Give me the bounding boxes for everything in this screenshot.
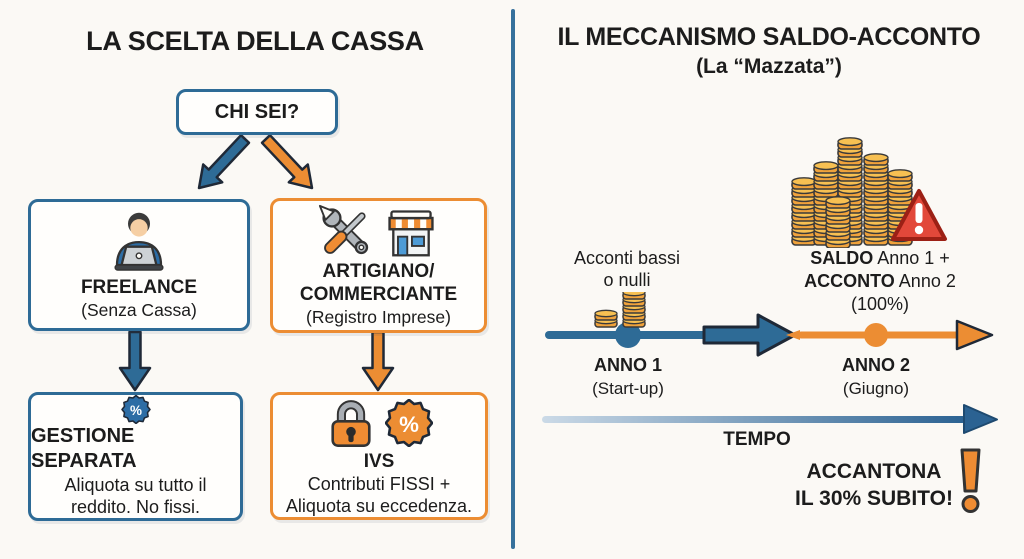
accantona-warning-label: ACCANTONA IL 30% SUBITO! (795, 460, 953, 510)
freelance-title: FREELANCE (80, 276, 198, 298)
gestione-desc-line1: Aliquota su tutto il (64, 475, 207, 495)
storefront-icon (388, 209, 434, 256)
chi-sei-box: CHI SEI? (176, 89, 338, 135)
right-title: IL MECCANISMO SALDO-ACCONTO (557, 23, 981, 51)
anno1-label: ANNO 1 (Start-up) (592, 355, 664, 398)
percent-badge-icon: % (120, 395, 151, 424)
ivs-desc-line2: Aliquota su eccedenza. (285, 495, 473, 516)
ivs-box: % IVS Contributi FISSI + Aliquota su ecc… (270, 392, 488, 520)
arrow-chisei-to-freelance (197, 133, 251, 190)
freelance-subtitle: (Senza Cassa) (81, 299, 197, 320)
artigiano-box: ARTIGIANO/ COMMERCIANTE (Registro Impres… (270, 198, 487, 333)
left-title: LA SCELTA DELLA CASSA (86, 26, 424, 56)
coin-stacks-icon (791, 137, 947, 248)
timeline-anno2-taper (786, 330, 800, 340)
percent-glyph: % (130, 403, 142, 418)
right-subtitle: (La “Mazzata”) (696, 55, 842, 78)
timeline-anno2-dot (864, 323, 888, 347)
freelance-box: FREELANCE (Senza Cassa) (28, 199, 250, 331)
artigiano-subtitle: (Registro Imprese) (306, 306, 451, 327)
percent-glyph: % (399, 412, 419, 437)
tempo-arrow-shaft (542, 416, 966, 423)
acconti-label: Acconti bassi o nulli (573, 248, 681, 290)
gestione-title: GESTIONE SEPARATA (31, 425, 137, 472)
gestione-separata-box: % GESTIONE SEPARATA Aliquota su tutto il… (28, 392, 243, 521)
small-coins-icon (594, 292, 646, 328)
arrow-freelance-to-gestione (118, 330, 152, 392)
anno2-label: ANNO 2 (Giugno) (841, 355, 910, 398)
artigiano-title-line2: COMMERCIANTE (299, 283, 458, 305)
warning-triangle-icon (891, 189, 947, 241)
padlock-icon (330, 399, 371, 447)
arrow-chisei-to-artigiano (260, 133, 314, 190)
freelancer-laptop-icon (114, 212, 164, 271)
chi-sei-label: CHI SEI? (214, 100, 300, 123)
ivs-title: IVS (363, 450, 395, 472)
ivs-desc-line1: Contributi FISSI + (307, 473, 451, 494)
gestione-desc-line2: reddito. No fissi. (70, 497, 201, 517)
percent-badge-icon: % (384, 398, 433, 447)
tempo-arrow-head (963, 404, 998, 434)
tools-icon (318, 204, 369, 254)
tempo-label: TEMPO (723, 429, 791, 450)
timeline-big-arrow (702, 313, 797, 357)
exclamation-icon (960, 448, 981, 513)
saldo-acconto-label: SALDO Anno 1 + ACCONTO Anno 2 (100%) (804, 248, 956, 314)
artigiano-title-line1: ARTIGIANO/ (322, 260, 435, 282)
arrow-artigiano-to-ivs (361, 330, 395, 392)
timeline-arrowhead (955, 319, 994, 351)
timeline-anno1-dot (615, 322, 641, 348)
